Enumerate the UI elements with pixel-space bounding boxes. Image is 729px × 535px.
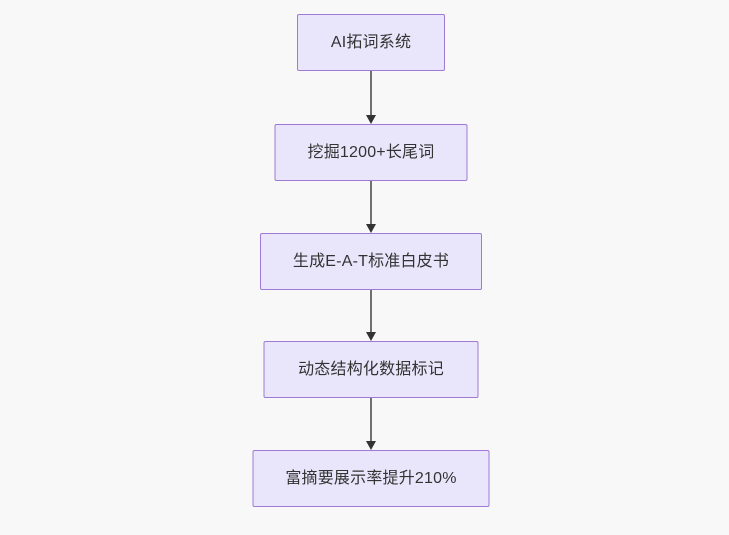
arrow-down-icon [366,224,376,233]
edge-line [370,290,372,333]
flow-node-label: AI拓词系统 [330,33,412,51]
flow-edge-2-to-3 [364,181,378,233]
flow-node-generate-eat-whitepaper[interactable]: 生成E-A-T标准白皮书 [260,233,482,290]
edge-line [370,398,372,442]
flow-node-ai-keyword-system[interactable]: AI拓词系统 [297,14,445,71]
flow-node-label: 富摘要展示率提升210% [285,469,457,487]
flow-node-label: 动态结构化数据标记 [298,360,444,378]
flow-edge-1-to-2 [364,71,378,124]
edge-line [370,181,372,225]
flow-node-rich-snippet-rate-increase[interactable]: 富摘要展示率提升210% [252,450,490,507]
edge-line [370,71,372,116]
arrow-down-icon [366,115,376,124]
flow-node-mine-longtail-keywords[interactable]: 挖掘1200+长尾词 [274,124,468,181]
arrow-down-icon [366,332,376,341]
flow-edge-4-to-5 [364,398,378,450]
flow-node-label: 生成E-A-T标准白皮书 [292,252,450,270]
flow-node-label: 挖掘1200+长尾词 [307,143,435,161]
flow-edge-3-to-4 [364,290,378,341]
arrow-down-icon [366,441,376,450]
flow-node-dynamic-structured-data-markup[interactable]: 动态结构化数据标记 [263,341,479,398]
